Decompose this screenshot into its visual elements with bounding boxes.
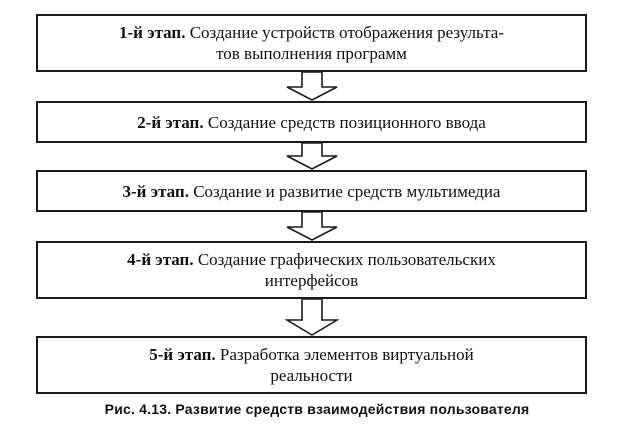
arrow-down-icon [286, 72, 338, 101]
stage-2-label: 2-й этап. [137, 112, 204, 132]
stage-5-line1: Разработка элементов виртуальной [219, 345, 474, 364]
stage-1-line2: тов выполнения программ [216, 44, 407, 63]
arrow-down-icon [285, 299, 339, 336]
stage-4-line2: интерфейсов [264, 271, 359, 290]
arrow-down-icon [286, 143, 338, 170]
stage-1-box: 1-й этап. Создание устройств отображения… [36, 14, 587, 72]
stage-4-label: 4-й этап. [127, 250, 194, 269]
figure-caption: Рис. 4.13. Развитие средств взаимодейств… [104, 401, 530, 417]
stage-5-box: 5-й этап. Разработка элементов виртуальн… [36, 336, 587, 394]
stage-3-text: 3-й этап. Создание и развитие средств му… [123, 181, 501, 202]
stage-5-text: 5-й этап. Разработка элементов виртуальн… [149, 344, 474, 386]
stage-1-line1: Создание устройств отображения результа- [189, 23, 504, 42]
stage-3-line1: Создание и развитие средств мультимедиа [193, 181, 501, 201]
stage-2-box: 2-й этап. Создание средств позиционного … [36, 101, 587, 143]
stage-4-line1: Создание графических пользовательских [197, 250, 496, 269]
stage-4-text: 4-й этап. Создание графических пользоват… [127, 249, 496, 291]
stage-3-label: 3-й этап. [122, 181, 189, 201]
stage-4-box: 4-й этап. Создание графических пользоват… [36, 241, 587, 299]
stage-1-label: 1-й этап. [119, 23, 186, 42]
stage-2-text: 2-й этап. Создание средств позиционного … [137, 112, 486, 133]
stage-3-box: 3-й этап. Создание и развитие средств му… [36, 170, 587, 212]
stage-5-label: 5-й этап. [149, 345, 216, 364]
stage-5-line2: реальности [270, 366, 353, 385]
stage-2-line1: Создание средств позиционного ввода [207, 112, 486, 132]
arrow-down-icon [286, 212, 338, 241]
stage-1-text: 1-й этап. Создание устройств отображения… [119, 22, 504, 64]
